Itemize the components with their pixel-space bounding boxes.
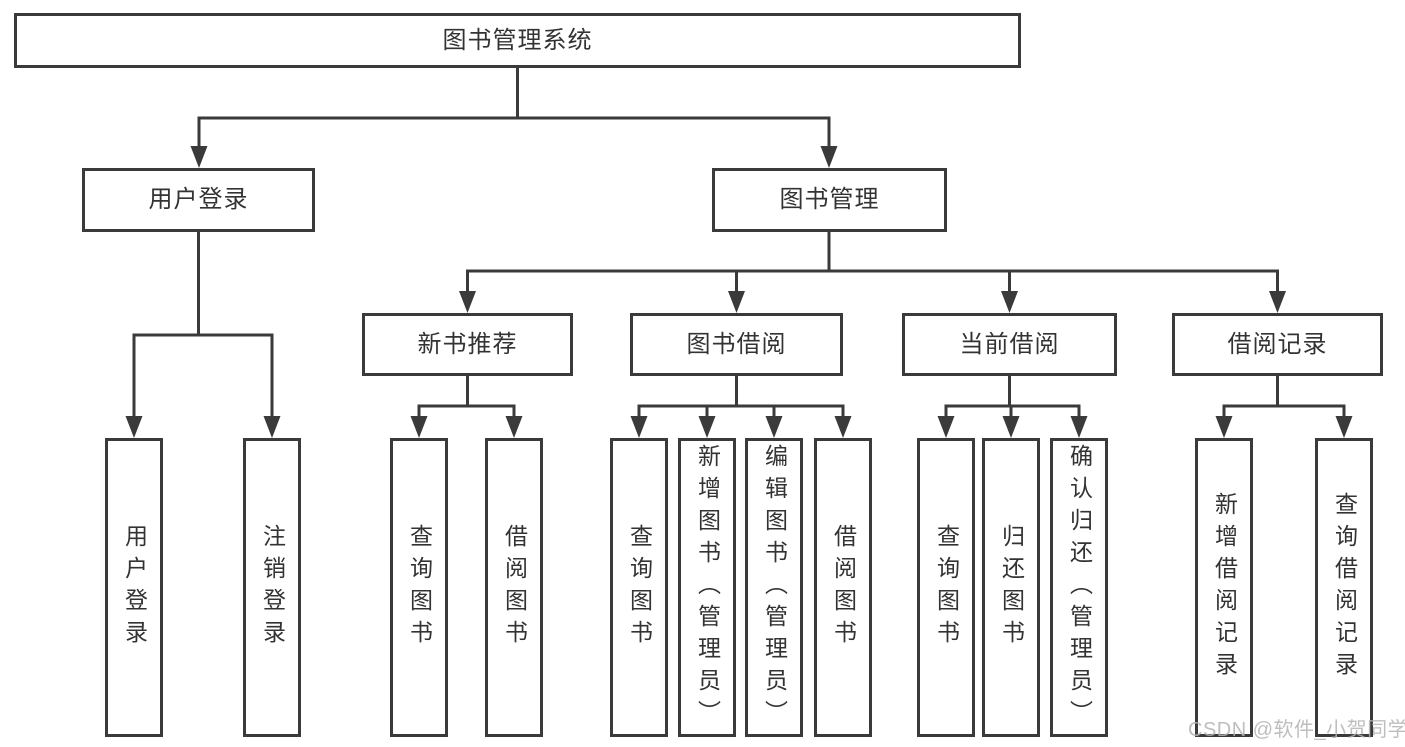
node-label: 查询图书	[626, 523, 653, 652]
arrow-down-icon	[125, 416, 281, 438]
node-label: 当前借阅	[959, 330, 1060, 358]
node-label: 借阅图书	[830, 523, 857, 652]
node-label: 借阅图书	[501, 523, 528, 652]
node-query-books-borrow: 查询图书	[610, 438, 668, 737]
node-query-books-current: 查询图书	[917, 438, 975, 737]
node-borrow-books-leaf: 借阅图书	[814, 438, 872, 737]
node-user-login: 用户登录	[82, 168, 315, 232]
node-return-books: 归还图书	[982, 438, 1040, 737]
node-label: 图书借阅	[686, 330, 787, 358]
node-label: 新增借阅记录	[1211, 491, 1238, 684]
node-library-management-system: 图书管理系统	[14, 13, 1021, 68]
node-borrow-books-recommend: 借阅图书	[485, 438, 543, 737]
node-query-books-recommend: 查询图书	[390, 438, 448, 737]
node-label: 编辑图书（管理员）	[761, 443, 788, 732]
connector-root-to-level1	[190, 68, 838, 168]
node-label: 新增图书（管理员）	[694, 443, 721, 732]
arrow-down-icon	[937, 416, 1088, 438]
connector-book-borrow-children	[630, 376, 852, 438]
node-add-books-admin: 新增图书（管理员）	[678, 438, 736, 737]
arrow-down-icon	[410, 416, 523, 438]
connector-new-book-children	[410, 376, 523, 438]
arrow-down-icon	[459, 291, 1286, 313]
node-label: 确认归还（管理员）	[1066, 443, 1093, 732]
connector-user-login-children	[125, 232, 281, 438]
node-label: 查询借阅记录	[1331, 491, 1358, 684]
node-label: 借阅记录	[1227, 330, 1328, 358]
node-edit-books-admin: 编辑图书（管理员）	[745, 438, 803, 737]
node-label: 用户登录	[148, 186, 249, 213]
arrow-down-icon	[630, 416, 852, 438]
node-borrowing-records: 借阅记录	[1172, 313, 1383, 376]
connector-book-management-children	[459, 232, 1286, 313]
node-label: 图书管理	[779, 186, 880, 213]
node-user-login-leaf: 用户登录	[105, 438, 163, 737]
arrow-down-icon	[190, 146, 838, 168]
node-book-borrowing: 图书借阅	[630, 313, 843, 376]
node-add-borrow-record: 新增借阅记录	[1195, 438, 1253, 737]
connector-borrow-records-children	[1215, 376, 1353, 438]
node-label: 注销登录	[259, 523, 286, 652]
node-label: 查询图书	[933, 523, 960, 652]
node-book-management: 图书管理	[712, 168, 947, 232]
node-label: 图书管理系统	[442, 26, 593, 54]
arrow-down-icon	[1215, 416, 1353, 438]
node-label: 新书推荐	[417, 330, 518, 358]
node-label: 查询图书	[406, 523, 433, 652]
csdn-watermark: CSDN @软件_小贺同学	[1188, 719, 1405, 741]
node-label: 归还图书	[998, 523, 1025, 652]
node-query-borrow-record: 查询借阅记录	[1315, 438, 1373, 737]
node-logout-leaf: 注销登录	[243, 438, 301, 737]
node-current-borrowing: 当前借阅	[902, 313, 1117, 376]
node-new-book-recommendation: 新书推荐	[362, 313, 573, 376]
connector-current-borrow-children	[937, 376, 1088, 438]
node-label: 用户登录	[121, 523, 148, 652]
node-confirm-return-admin: 确认归还（管理员）	[1050, 438, 1108, 737]
